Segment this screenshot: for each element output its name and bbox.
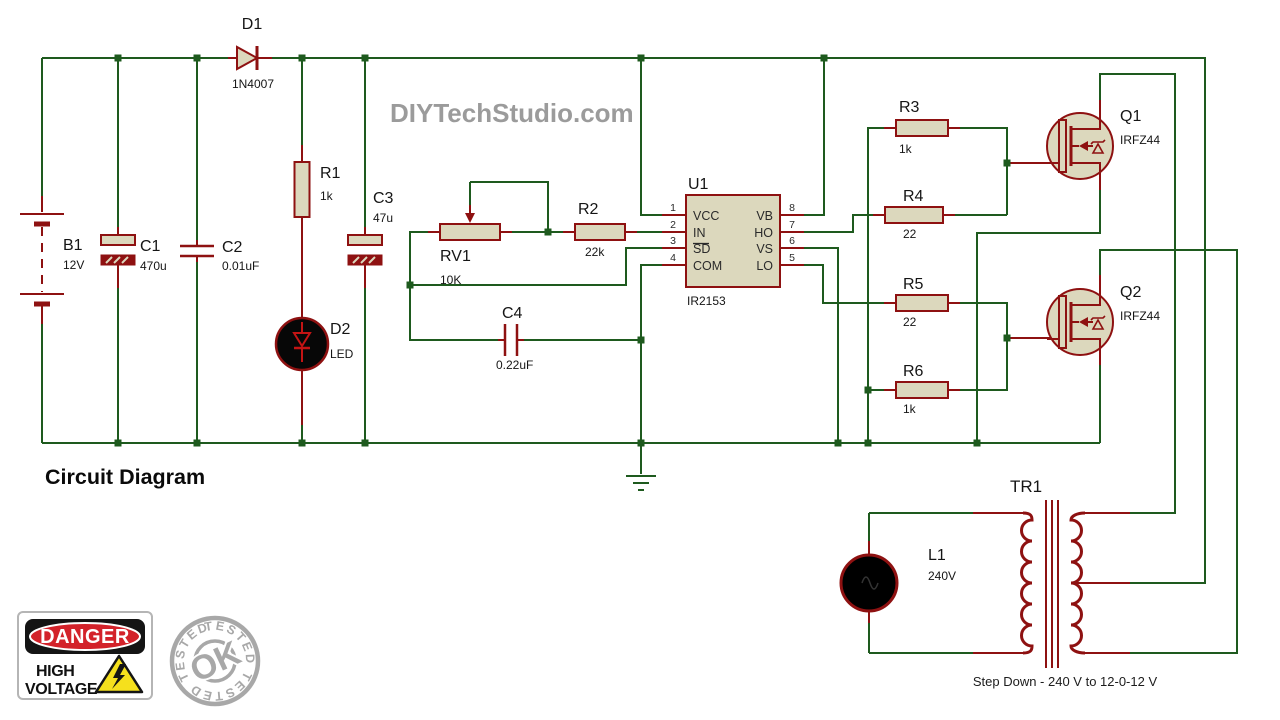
d1-value: 1N4007 [232, 77, 274, 91]
d1-ref: D1 [242, 16, 263, 33]
resistor-r3: R3 1k [884, 99, 960, 156]
r5-ref: R5 [903, 276, 924, 293]
u1-pin-label: IN [693, 226, 706, 240]
b1-ref: B1 [63, 237, 83, 254]
danger-high-voltage-sign: DANGER HIGH VOLTAGE [17, 611, 153, 700]
u1-pin-number: 7 [789, 219, 795, 231]
danger-line2: VOLTAGE [25, 681, 98, 698]
resistor-r2: R2 22k [563, 201, 637, 259]
danger-line1: HIGH [36, 663, 74, 680]
transformer-tr1: TR1 Step Down - 240 V to 12-0-12 V [973, 477, 1158, 689]
r4-ref: R4 [903, 188, 924, 205]
mosfet-q2: Q2 IRFZ44 [1007, 275, 1160, 365]
r1-ref: R1 [320, 165, 341, 182]
tr1-ref: TR1 [1010, 477, 1042, 496]
q2-value: IRFZ44 [1120, 309, 1160, 323]
q1-ref: Q1 [1120, 108, 1141, 125]
r1-value: 1k [320, 189, 334, 203]
c4-value: 0.22uF [496, 358, 533, 372]
l1-ref: L1 [928, 547, 946, 564]
c3-ref: C3 [373, 190, 394, 207]
junction-dots [114, 54, 1011, 447]
d2-value: LED [330, 347, 354, 361]
danger-word: DANGER [40, 626, 130, 648]
u1-pin-number: 2 [670, 219, 676, 231]
u1-pin-number: 5 [789, 252, 795, 264]
c2-ref: C2 [222, 239, 243, 256]
u1-pin-number: 1 [670, 202, 676, 214]
d2-ref: D2 [330, 321, 351, 338]
wires [41, 57, 1238, 654]
u1-pin-label: HO [754, 226, 773, 240]
u1-value: IR2153 [687, 294, 726, 308]
lamp-l1: L1 240V [839, 541, 956, 623]
r3-value: 1k [899, 142, 913, 156]
battery-b1: B1 12V [20, 196, 84, 324]
c1-value: 470u [140, 259, 167, 273]
resistor-r6: R6 1k [884, 363, 960, 416]
capacitor-c4: C4 0.22uF [496, 305, 533, 372]
high-voltage-warning-icon [94, 654, 144, 694]
r6-ref: R6 [903, 363, 924, 380]
resistor-r1: R1 1k [293, 145, 341, 318]
r5-value: 22 [903, 315, 917, 329]
potentiometer-rv1: RV1 10K [428, 205, 512, 287]
resistor-r4: R4 22 [873, 188, 955, 241]
q1-value: IRFZ44 [1120, 133, 1160, 147]
rv1-ref: RV1 [440, 248, 471, 265]
u1-ref: U1 [688, 176, 709, 193]
b1-value: 12V [63, 258, 84, 272]
capacitor-c1: C1 470u [100, 227, 167, 288]
rv1-value: 10K [440, 273, 461, 287]
u1-pin-label: LO [756, 259, 773, 273]
c3-value: 47u [373, 211, 393, 225]
mosfet-q1: Q1 IRFZ44 [1007, 100, 1160, 190]
capacitor-c2: C2 0.01uF [180, 239, 259, 273]
ic-u1: U1 IR2153 VCC IN SD COM VB HO VS LO 1 2 … [662, 176, 804, 308]
u1-pin-label: COM [693, 259, 722, 273]
u1-pin-label: VCC [693, 209, 719, 223]
u1-pin-label: VS [756, 242, 773, 256]
c1-ref: C1 [140, 238, 161, 255]
u1-pin-label: SD [693, 242, 710, 256]
c2-value: 0.01uF [222, 259, 259, 273]
q2-ref: Q2 [1120, 284, 1141, 301]
r6-value: 1k [903, 402, 917, 416]
led-d2: D2 LED [274, 316, 354, 425]
r3-ref: R3 [899, 99, 920, 116]
tested-ok-stamp: TESTED TESTED TESTED OK [162, 608, 269, 715]
l1-value: 240V [928, 569, 956, 583]
resistor-r5: R5 22 [884, 276, 960, 329]
r2-ref: R2 [578, 201, 599, 218]
watermark: DIYTechStudio.com [390, 98, 634, 128]
tr1-note: Step Down - 240 V to 12-0-12 V [973, 674, 1158, 689]
capacitor-c3: C3 47u [347, 190, 394, 288]
diode-d1: D1 1N4007 [228, 16, 274, 91]
c4-ref: C4 [502, 305, 523, 322]
page-title: Circuit Diagram [45, 465, 205, 489]
u1-pin-label: VB [756, 209, 773, 223]
u1-pin-number: 8 [789, 202, 795, 214]
r2-value: 22k [585, 245, 605, 259]
r4-value: 22 [903, 227, 917, 241]
ground-symbol [626, 475, 656, 491]
u1-pin-number: 3 [670, 235, 676, 247]
u1-pin-number: 6 [789, 235, 795, 247]
u1-pin-number: 4 [670, 252, 676, 264]
